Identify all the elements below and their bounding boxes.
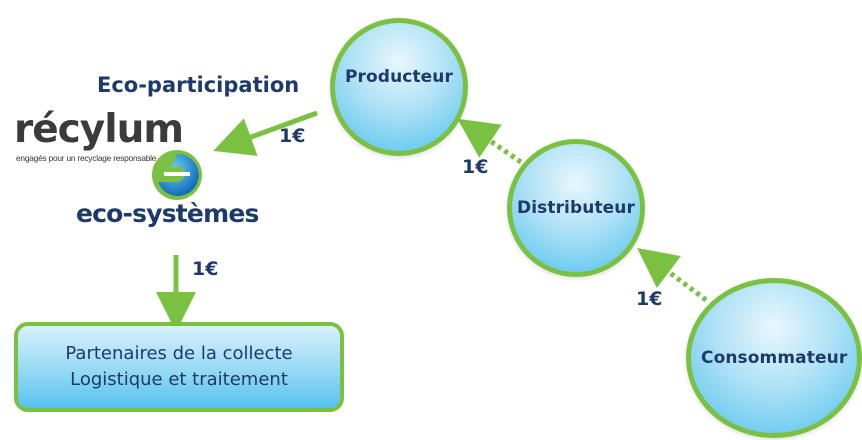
eco-systemes-logo: eco-systèmes — [76, 199, 259, 228]
node-distributeur-label: Distributeur — [516, 198, 635, 218]
eco-participation-title: Eco-participation — [97, 73, 300, 97]
recylum-logo: récylum — [14, 107, 184, 152]
recylum-tagline: engagés pour un recyclage responsable — [16, 153, 157, 163]
node-consommateur: Consommateur — [686, 278, 862, 438]
price-distributeur-to-producteur: 1€ — [462, 156, 489, 178]
price-consommateur-to-distributeur: 1€ — [636, 288, 663, 310]
e-swirl-icon — [152, 150, 202, 200]
node-consommateur-label: Consommateur — [701, 348, 848, 368]
node-producteur: Producteur — [330, 18, 468, 156]
arrow-distributeur-to-producteur — [457, 118, 523, 165]
partners-box: Partenaires de la collecte Logistique et… — [14, 322, 344, 412]
partners-line-2: Logistique et traitement — [70, 369, 288, 390]
price-to-partners: 1€ — [192, 258, 219, 280]
arrow-consommateur-to-distributeur — [637, 247, 708, 302]
price-to-eco-organisms: 1€ — [279, 125, 306, 147]
arrow-producteur-to-eco-organisms — [213, 110, 318, 156]
partners-line-1: Partenaires de la collecte — [65, 343, 293, 364]
node-producteur-label: Producteur — [344, 67, 453, 87]
node-distributeur: Distributeur — [507, 139, 645, 277]
